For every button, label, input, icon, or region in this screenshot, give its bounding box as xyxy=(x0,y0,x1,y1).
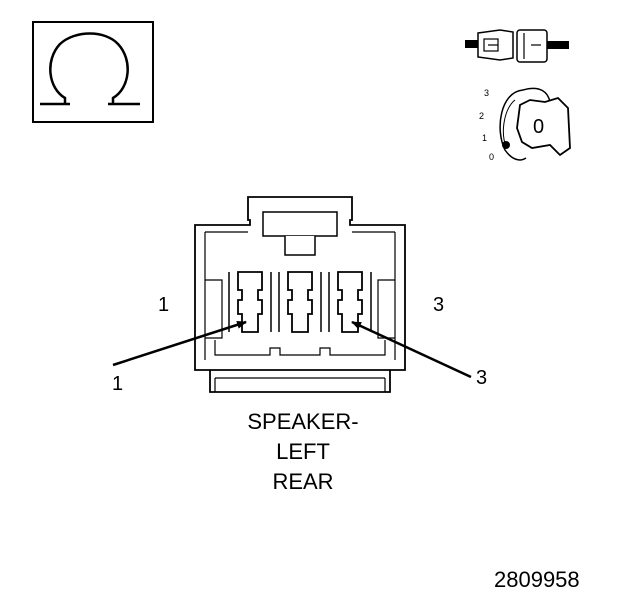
pin-1-arrow xyxy=(112,320,247,367)
ignition-position-1: 1 xyxy=(482,133,488,143)
figure-number: 2809958 xyxy=(494,567,580,592)
caption-line-3: REAR xyxy=(272,469,334,494)
connector-disconnect-icon xyxy=(465,29,569,63)
caption-line-1: SPEAKER- xyxy=(247,409,359,434)
connector-side-label-3: 3 xyxy=(433,294,445,316)
arrow-label-3: 3 xyxy=(476,367,488,389)
ignition-key-label: 0 xyxy=(533,116,545,138)
ohm-icon xyxy=(32,21,154,123)
cavity-3 xyxy=(328,271,372,333)
cavity-2 xyxy=(278,271,322,333)
ignition-position-2: 2 xyxy=(479,111,485,121)
ignition-position-3: 3 xyxy=(484,88,490,98)
ignition-position-0: 0 xyxy=(489,152,495,162)
connector-side-label-1: 1 xyxy=(158,294,170,316)
arrow-label-1: 1 xyxy=(112,373,124,395)
pin-3-arrow xyxy=(351,320,472,379)
cavity-1 xyxy=(228,271,272,333)
caption-line-2: LEFT xyxy=(276,439,330,464)
ignition-key-icon xyxy=(499,87,571,161)
